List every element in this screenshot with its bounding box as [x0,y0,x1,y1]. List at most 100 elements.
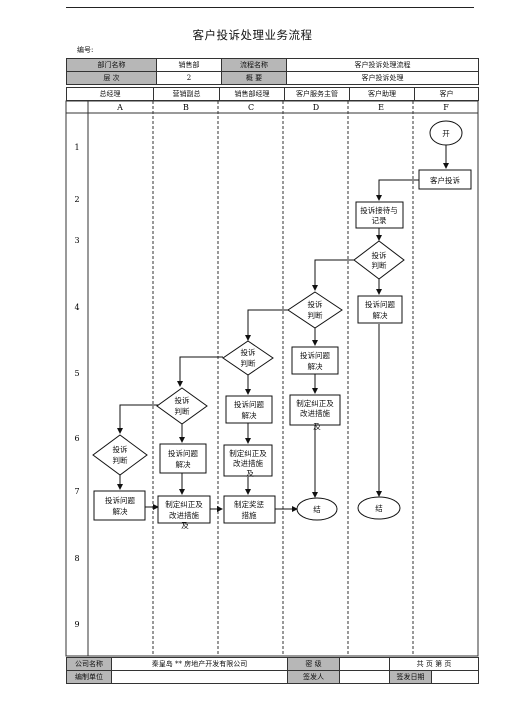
solve-node-b [159,443,207,474]
judge-c-line1: 投诉 [241,347,256,357]
header-row-2: 层 次 2 概 要 客户投诉处理 [66,71,479,85]
footer-row-1: 公司名称 秦皇岛 ** 房地产开发有限公司 密 级 共 页 第 页 [66,657,479,671]
measures-d-line1: 制定纠正及 [296,398,334,408]
role-general-manager: 总经理 [66,87,154,101]
end-e-label: 结 [375,503,383,513]
arrow-judge-d-to-judge-c [245,309,288,341]
arrow-judge-b-to-judge-a [117,404,158,434]
solve-node-e [357,295,403,324]
measures-node-c [223,444,273,477]
role-service-supervisor: 客户服务主管 [284,87,350,101]
company-name: 秦皇岛 ** 房地产开发有限公司 [111,657,288,671]
solve-a-line1: 投诉问题 [105,495,135,505]
row-label-5: 5 [74,369,79,378]
row-label-6: 6 [74,434,79,443]
measures-node-b [157,495,211,524]
judge-b-line1: 投诉 [175,395,190,405]
row-label-7: 7 [74,487,79,496]
row-label-9: 9 [74,620,79,629]
judge-b-line2: 判断 [175,406,190,416]
roles-table: 总经理 营销副总 销售部经理 客户服务主管 客户助理 客户 [66,87,479,101]
measures-b-tail: 及 [181,521,189,530]
footer-table: 公司名称 秦皇岛 ** 房地产开发有限公司 密 级 共 页 第 页 编制单位 签… [66,657,479,684]
start-label: 开 [442,129,450,138]
measures-node-d [289,394,341,426]
judge-d-line1: 投诉 [308,299,323,309]
column-label-c: C [248,103,254,112]
judge-e-line2: 判断 [372,260,387,270]
judge-node-c [222,340,274,376]
judge-a-line1: 投诉 [113,444,128,454]
solve-e-line2: 解决 [373,310,388,320]
judge-node-d [287,291,343,329]
secret-level-value [339,657,390,671]
solve-node-d [291,346,339,375]
complaint-label: 客户投诉 [430,175,460,185]
judge-node-b [156,387,208,425]
start-node [429,120,463,146]
solve-c-line2: 解决 [242,410,257,420]
solve-a-line2: 解决 [113,506,128,516]
end-node-e [357,496,401,520]
solve-b-line1: 投诉问题 [168,448,198,458]
issuer-label: 签发人 [287,670,340,684]
summary-label: 概 要 [221,71,287,85]
solve-c-line1: 投诉问题 [234,399,264,409]
solve-d-line1: 投诉问题 [300,350,330,360]
level-label: 层 次 [66,71,157,85]
footer-row-2: 编制单位 签发人 签发日期 [66,670,479,684]
reward-c-line2: 措施 [242,510,257,520]
unit-value [111,670,288,684]
solve-b-line2: 解决 [176,459,191,469]
judge-node-e [353,240,405,280]
summary-value: 客户投诉处理 [286,71,479,85]
unit-label: 编制单位 [66,670,112,684]
solve-node-c [225,395,273,424]
arrow-judge-e-to-judge-d [312,259,354,291]
roles-row: 总经理 营销副总 销售部经理 客户服务主管 客户助理 客户 [66,87,479,101]
solve-node-a [93,490,146,521]
measures-c-line1: 制定纠正及 [229,448,267,458]
complaint-node [418,169,472,190]
column-label-e: E [378,103,384,112]
row-label-1: 1 [74,143,79,152]
company-label: 公司名称 [66,657,112,671]
arrow-judge-c-to-judge-b [177,356,223,387]
issuer-value [339,670,390,684]
arrow-complaint-to-receive [376,179,419,201]
row-label-4: 4 [74,303,79,312]
reward-c-line1: 制定奖惩 [234,499,264,509]
secret-level-label: 密 级 [287,657,340,671]
dept-label: 部门名称 [66,58,157,72]
receive-label-line1: 投诉接待与 [360,205,398,215]
judge-e-line1: 投诉 [372,250,387,260]
end-node-d [296,497,338,521]
row-label-2: 2 [74,195,79,204]
measures-b-line1: 制定纠正及 [165,499,203,509]
header-table: 部门名称 销售部 流程名称 客户投诉处理流程 层 次 2 概 要 客户投诉处理 [66,58,479,85]
role-customer: 客户 [414,87,479,101]
column-label-d: D [313,103,319,112]
measures-b-line2: 改进措施 [169,510,199,520]
solve-e-line1: 投诉问题 [365,299,395,309]
issue-date-label: 签发日期 [389,670,432,684]
end-d-label: 结 [313,504,321,514]
document-title: 客户投诉处理业务流程 [192,28,313,42]
grid-frame [65,100,479,657]
measures-c-tail: 及 [246,469,254,478]
judge-a-line2: 判断 [113,455,128,465]
measures-d-tail: 及 [313,422,321,431]
solve-d-line2: 解决 [308,361,323,371]
measures-d-line2: 改进措施 [300,408,330,418]
reward-node-c [223,495,276,524]
receive-node [355,201,404,229]
top-rule [66,7,474,8]
measures-c-line2: 改进措施 [233,458,263,468]
page-count: 共 页 第 页 [389,657,479,671]
issue-date-value [431,670,479,684]
column-label-f: F [443,103,449,112]
column-label-a: A [116,103,123,112]
receive-label-line2: 记录 [372,216,387,225]
row-label-3: 3 [74,236,79,245]
